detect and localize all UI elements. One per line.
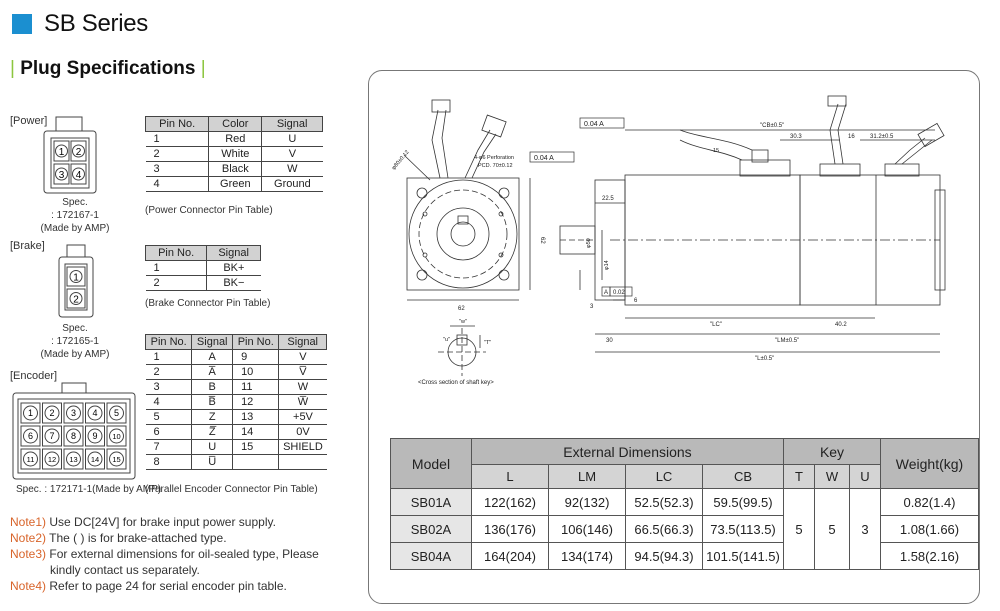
dim-22-5: 22.5 bbox=[602, 196, 614, 202]
l-label: "L±0.5" bbox=[755, 356, 774, 362]
encoder-pin-7: 7 bbox=[49, 431, 54, 441]
front-flange bbox=[406, 177, 520, 291]
encoder-pin-5: 5 bbox=[114, 408, 119, 418]
brake-pin-1: 1 bbox=[73, 273, 79, 284]
table-row: SB02A 136(176)106(146) 66.5(66.3)73.5(11… bbox=[390, 515, 979, 543]
dim-6: 6 bbox=[634, 298, 638, 304]
section-title: | Plug Specifications | bbox=[10, 58, 206, 79]
encoder-spec: Spec. : 172171-1(Made by AMP) bbox=[16, 484, 162, 495]
brake-caption: (Brake Connector Pin Table) bbox=[145, 298, 271, 309]
power-pin-4: 4 bbox=[76, 170, 82, 181]
position-label: 0.04 A bbox=[534, 155, 554, 162]
brake-connector-icon: 1 2 bbox=[58, 244, 94, 318]
note-3-cont: kindly contact us separately. bbox=[50, 563, 200, 577]
encoder-pin-8: 8 bbox=[71, 431, 76, 441]
shaft-u-label: "u" bbox=[443, 337, 450, 343]
dim-15: 15 bbox=[713, 148, 719, 154]
cross-section-caption: <Cross section of shaft key> bbox=[418, 380, 494, 386]
encoder-pin-1: 1 bbox=[28, 408, 33, 418]
flatness-label: 0.04 A bbox=[584, 121, 604, 128]
dim-3: 3 bbox=[590, 304, 594, 310]
encoder-label: [Encoder] bbox=[10, 370, 58, 382]
table-row: SB04A 164(204)134(174) 94.5(94.3)101.5(1… bbox=[390, 542, 979, 570]
page-title: SB Series bbox=[44, 10, 149, 37]
encoder-pin-12: 12 bbox=[48, 455, 56, 464]
shaft-dia: φ14 bbox=[604, 260, 610, 270]
dim-40-2: 40.2 bbox=[835, 322, 847, 328]
encoder-pin-6: 6 bbox=[28, 431, 33, 441]
encoder-pin-2: 2 bbox=[49, 408, 54, 418]
dim-62-horizontal: 62 bbox=[458, 306, 465, 312]
encoder-pin-3: 3 bbox=[71, 408, 76, 418]
brake-spec: Spec.: 172165-1(Made by AMP) bbox=[40, 323, 110, 360]
encoder-pin-11: 11 bbox=[27, 455, 35, 464]
note-2: Note2) The ( ) is for brake-attached typ… bbox=[10, 531, 227, 545]
lm-label: "LM±0.5" bbox=[775, 338, 799, 344]
cb-label: "CB±0.5" bbox=[760, 123, 784, 129]
series-marker bbox=[12, 14, 32, 34]
encoder-pin-15: 15 bbox=[112, 455, 120, 464]
power-label: [Power] bbox=[10, 115, 48, 127]
shaft-w-label: "w" bbox=[459, 319, 467, 325]
dim-30: 30 bbox=[606, 338, 613, 344]
note-1: Note1) Use DC[24V] for brake input power… bbox=[10, 515, 276, 529]
brake-label: [Brake] bbox=[10, 240, 45, 252]
runout-label: 0.02 bbox=[613, 290, 625, 296]
notes: Note1) Use DC[24V] for brake input power… bbox=[10, 514, 355, 594]
pcd-label: PCD. 70±0.12 bbox=[478, 163, 513, 169]
power-pin-2: 2 bbox=[76, 147, 82, 158]
power-spec: Spec.: 172167-1(Made by AMP) bbox=[40, 197, 110, 234]
dim-31-2: 31.2±0.5 bbox=[870, 134, 894, 140]
dim-62-vertical: 62 bbox=[539, 237, 545, 244]
encoder-caption: (Parallel Encoder Connector Pin Table) bbox=[145, 484, 318, 495]
lc-label: "LC" bbox=[710, 322, 722, 328]
dim-30-3: 30.3 bbox=[790, 134, 802, 140]
dia-left-label: φ80±0.12 bbox=[391, 149, 411, 171]
key-w: 5 bbox=[814, 488, 850, 570]
encoder-pin-14: 14 bbox=[91, 455, 99, 464]
encoder-pin-10: 10 bbox=[112, 432, 120, 441]
encoder-pin-13: 13 bbox=[69, 455, 77, 464]
datum-label: A bbox=[604, 290, 608, 296]
power-pin-1: 1 bbox=[59, 147, 65, 158]
power-pin-3: 3 bbox=[59, 170, 65, 181]
flange-dia: φ50 bbox=[586, 238, 592, 248]
power-pin-grid: 1 2 3 4 bbox=[53, 140, 87, 185]
dim-16: 16 bbox=[848, 134, 855, 140]
key-u: 3 bbox=[849, 488, 881, 570]
brake-pin-2: 2 bbox=[73, 295, 79, 306]
dimension-drawing: 0.04 A 4-φ6 Perforation PCD. 70±0.12 0.0… bbox=[391, 95, 946, 386]
shaft-t-label: "T" bbox=[484, 340, 491, 346]
external-dimensions-table: Model External Dimensions Key Weight(kg)… bbox=[390, 438, 979, 570]
note-4: Note4) Refer to page 24 for serial encod… bbox=[10, 579, 287, 593]
dimension-panel bbox=[368, 70, 980, 604]
key-t: 5 bbox=[783, 488, 815, 570]
encoder-pin-9: 9 bbox=[92, 431, 97, 441]
power-connector-icon: 1 2 3 4 bbox=[43, 116, 97, 194]
perforation-label: 4-φ6 Perforation bbox=[474, 155, 514, 161]
note-3: Note3) For external dimensions for oil-s… bbox=[10, 547, 319, 561]
table-row: SB01A 122(162)92(132) 52.5(52.3)59.5(99.… bbox=[390, 488, 979, 570]
power-caption: (Power Connector Pin Table) bbox=[145, 205, 273, 216]
encoder-pin-4: 4 bbox=[92, 408, 97, 418]
